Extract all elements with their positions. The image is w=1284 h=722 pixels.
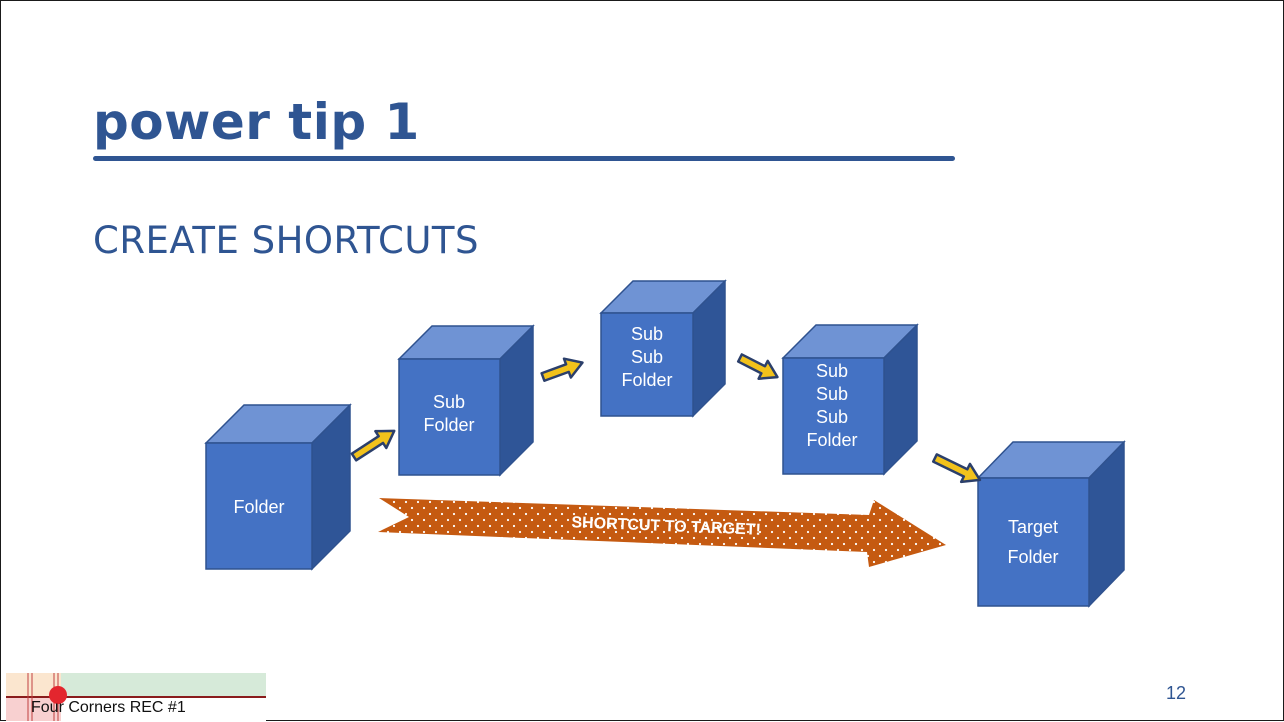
arrow-subsub-to-subsubsub xyxy=(736,353,779,380)
cube-target-folder: Target Folder xyxy=(976,440,1126,608)
footer-logo-text: Four Corners REC #1 xyxy=(31,699,186,716)
arrow-sub-to-subsub xyxy=(540,357,584,383)
cube-sub-sub-folder: Sub Sub Folder xyxy=(599,279,727,418)
cube-target-folder-line1: Target xyxy=(1008,517,1058,537)
cube-folder-label: Folder xyxy=(233,497,284,517)
cube-sub-folder-line1: Sub xyxy=(433,392,465,412)
cube-sub-folder: Sub Folder xyxy=(397,324,535,477)
page-number: 12 xyxy=(1166,683,1187,703)
cube-sub-sub-folder-line1: Sub xyxy=(631,324,663,344)
cube-sub-sub-sub-folder-line2: Sub xyxy=(816,384,848,404)
cube-sub-sub-sub-folder: Sub Sub Sub Folder xyxy=(781,323,919,476)
arrow-subsubsub-to-target xyxy=(931,453,982,484)
arrow-folder-to-sub xyxy=(350,429,396,462)
cube-sub-folder-line2: Folder xyxy=(423,415,474,435)
cube-sub-sub-sub-folder-line1: Sub xyxy=(816,361,848,381)
four-corners-logo xyxy=(6,673,266,721)
cube-sub-sub-sub-folder-line4: Folder xyxy=(806,430,857,450)
cube-folder: Folder xyxy=(204,403,352,571)
shortcut-arrow: SHORTCUT TO TARGET! xyxy=(378,498,946,567)
title-underline xyxy=(93,156,955,161)
slide-subtitle: CREATE SHORTCUTS xyxy=(93,219,479,262)
cube-sub-sub-folder-line3: Folder xyxy=(621,370,672,390)
cube-sub-sub-sub-folder-line3: Sub xyxy=(816,407,848,427)
slide-title: power tip 1 xyxy=(93,93,420,151)
cube-sub-sub-folder-line2: Sub xyxy=(631,347,663,367)
cube-target-folder-line2: Folder xyxy=(1007,547,1058,567)
